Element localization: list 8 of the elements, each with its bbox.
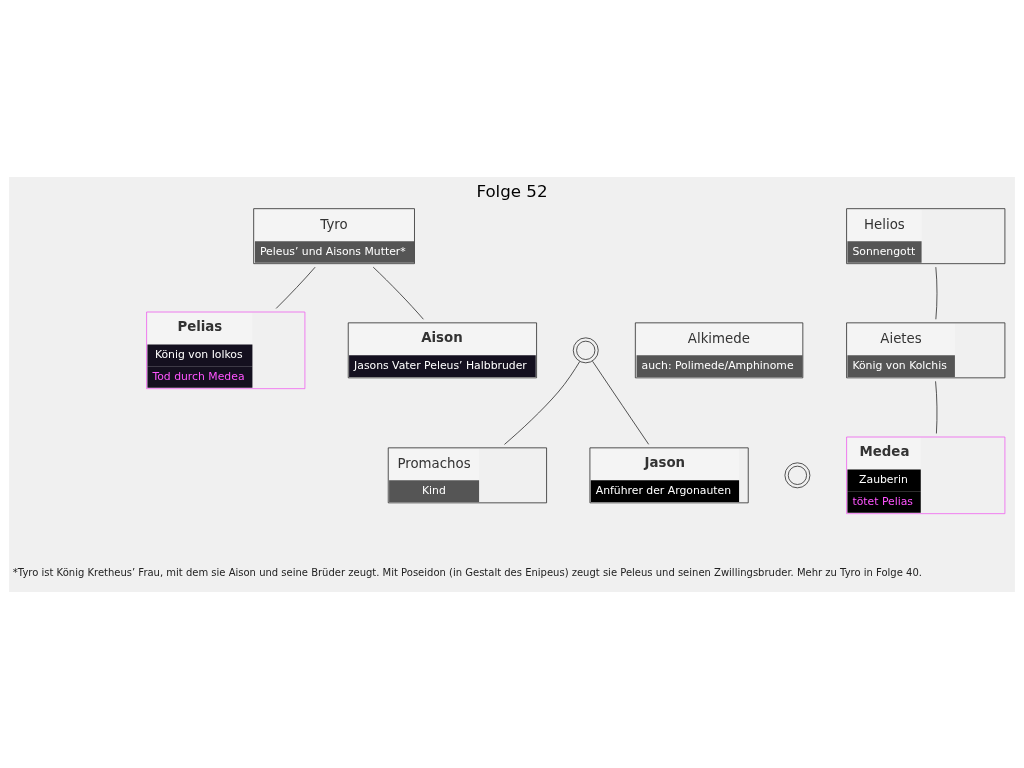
connector	[935, 380, 938, 434]
label: *Tyro ist König Kretheus’ Frau, mit dem sie Aison und seine Brüder zeugt. Mit Poseidon (in Gestalt des Enipeus) zeugt sie Peleus und seinen Zwillingsbruder. Mehr zu Tyro in Folge 40.	[12, 566, 922, 578]
connector	[372, 266, 424, 320]
diagram-title: Folge 52	[476, 181, 548, 201]
connector	[935, 266, 938, 320]
connector	[504, 360, 581, 445]
connector	[592, 360, 650, 445]
connector	[275, 266, 316, 309]
